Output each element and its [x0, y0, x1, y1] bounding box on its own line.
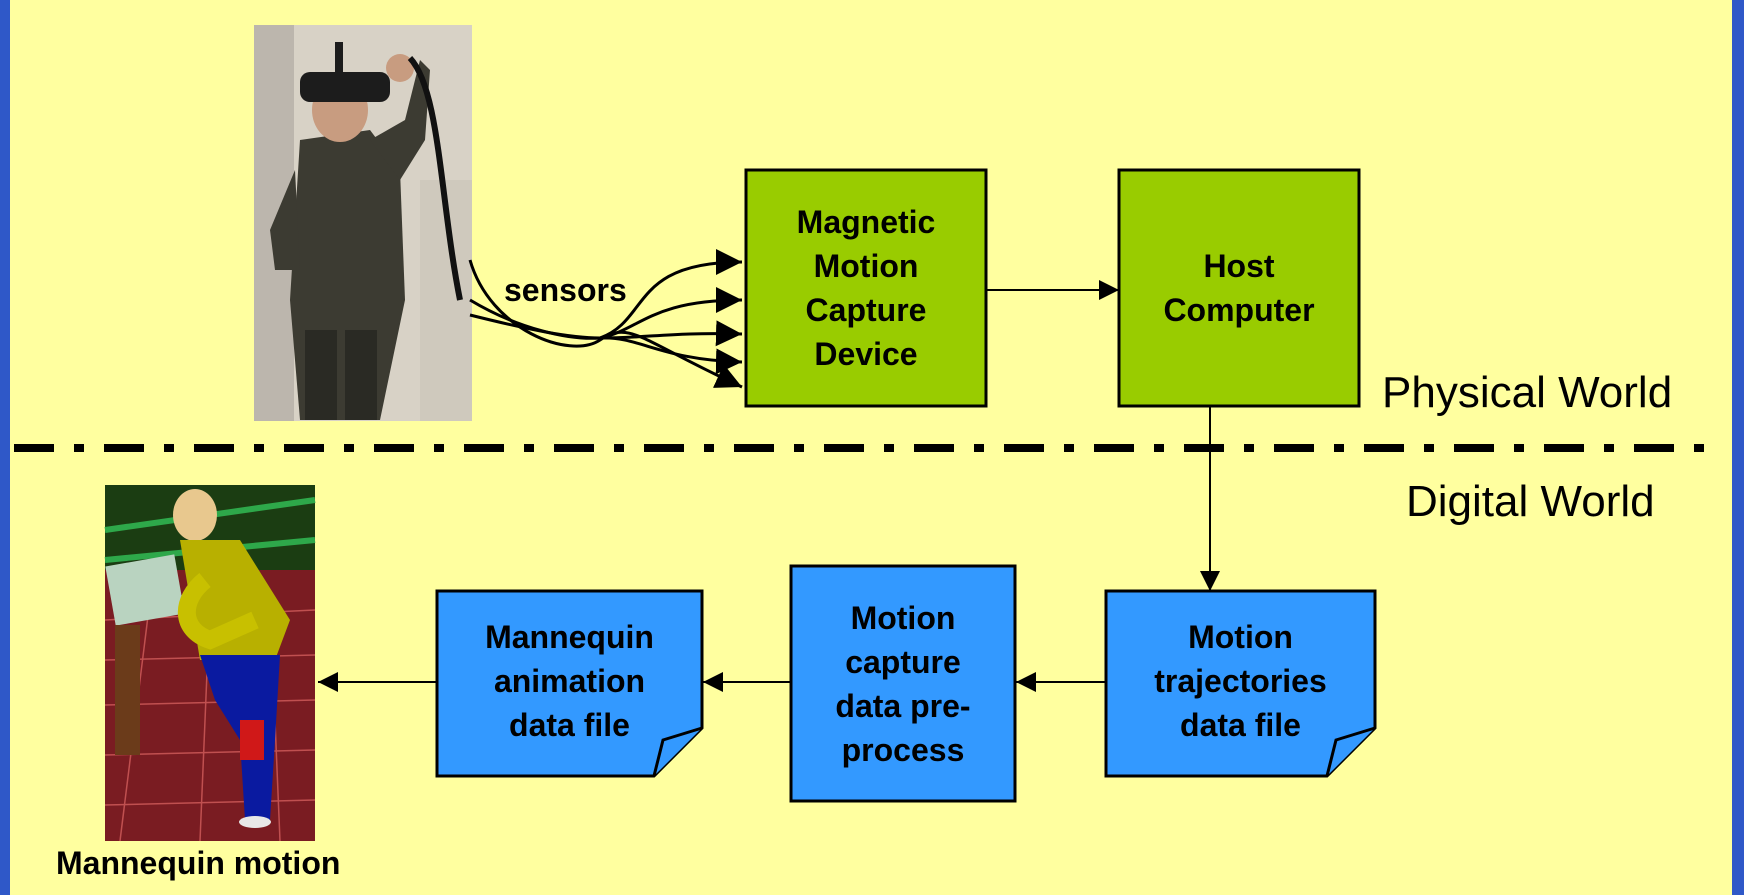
magnetic-capture-device-label: Magnetic Motion Capture Device: [796, 204, 936, 372]
host-computer-label: Host Computer: [1163, 248, 1315, 328]
preprocess-label: Motion capture data pre- process: [835, 599, 971, 768]
person-photo: [254, 25, 472, 421]
digital-world-label: Digital World: [1406, 477, 1655, 526]
trajectories-file-label: Motion trajectories data file: [1154, 619, 1327, 743]
physical-world-label: Physical World: [1382, 368, 1673, 417]
preprocess-box: [789, 564, 1017, 803]
mannequin-image: [104, 485, 316, 842]
sensors-label: sensors: [504, 272, 627, 308]
mannequin-motion-label: Mannequin motion: [56, 845, 341, 881]
animation-file-label: Mannequin animation data file: [485, 619, 654, 743]
sensor-cables: [468, 249, 743, 389]
fold-corner-animation: [652, 726, 703, 777]
host-computer-box: [1117, 168, 1361, 408]
fold-corner-trajectories: [1325, 726, 1376, 777]
magnetic-capture-device-box: [744, 168, 988, 408]
